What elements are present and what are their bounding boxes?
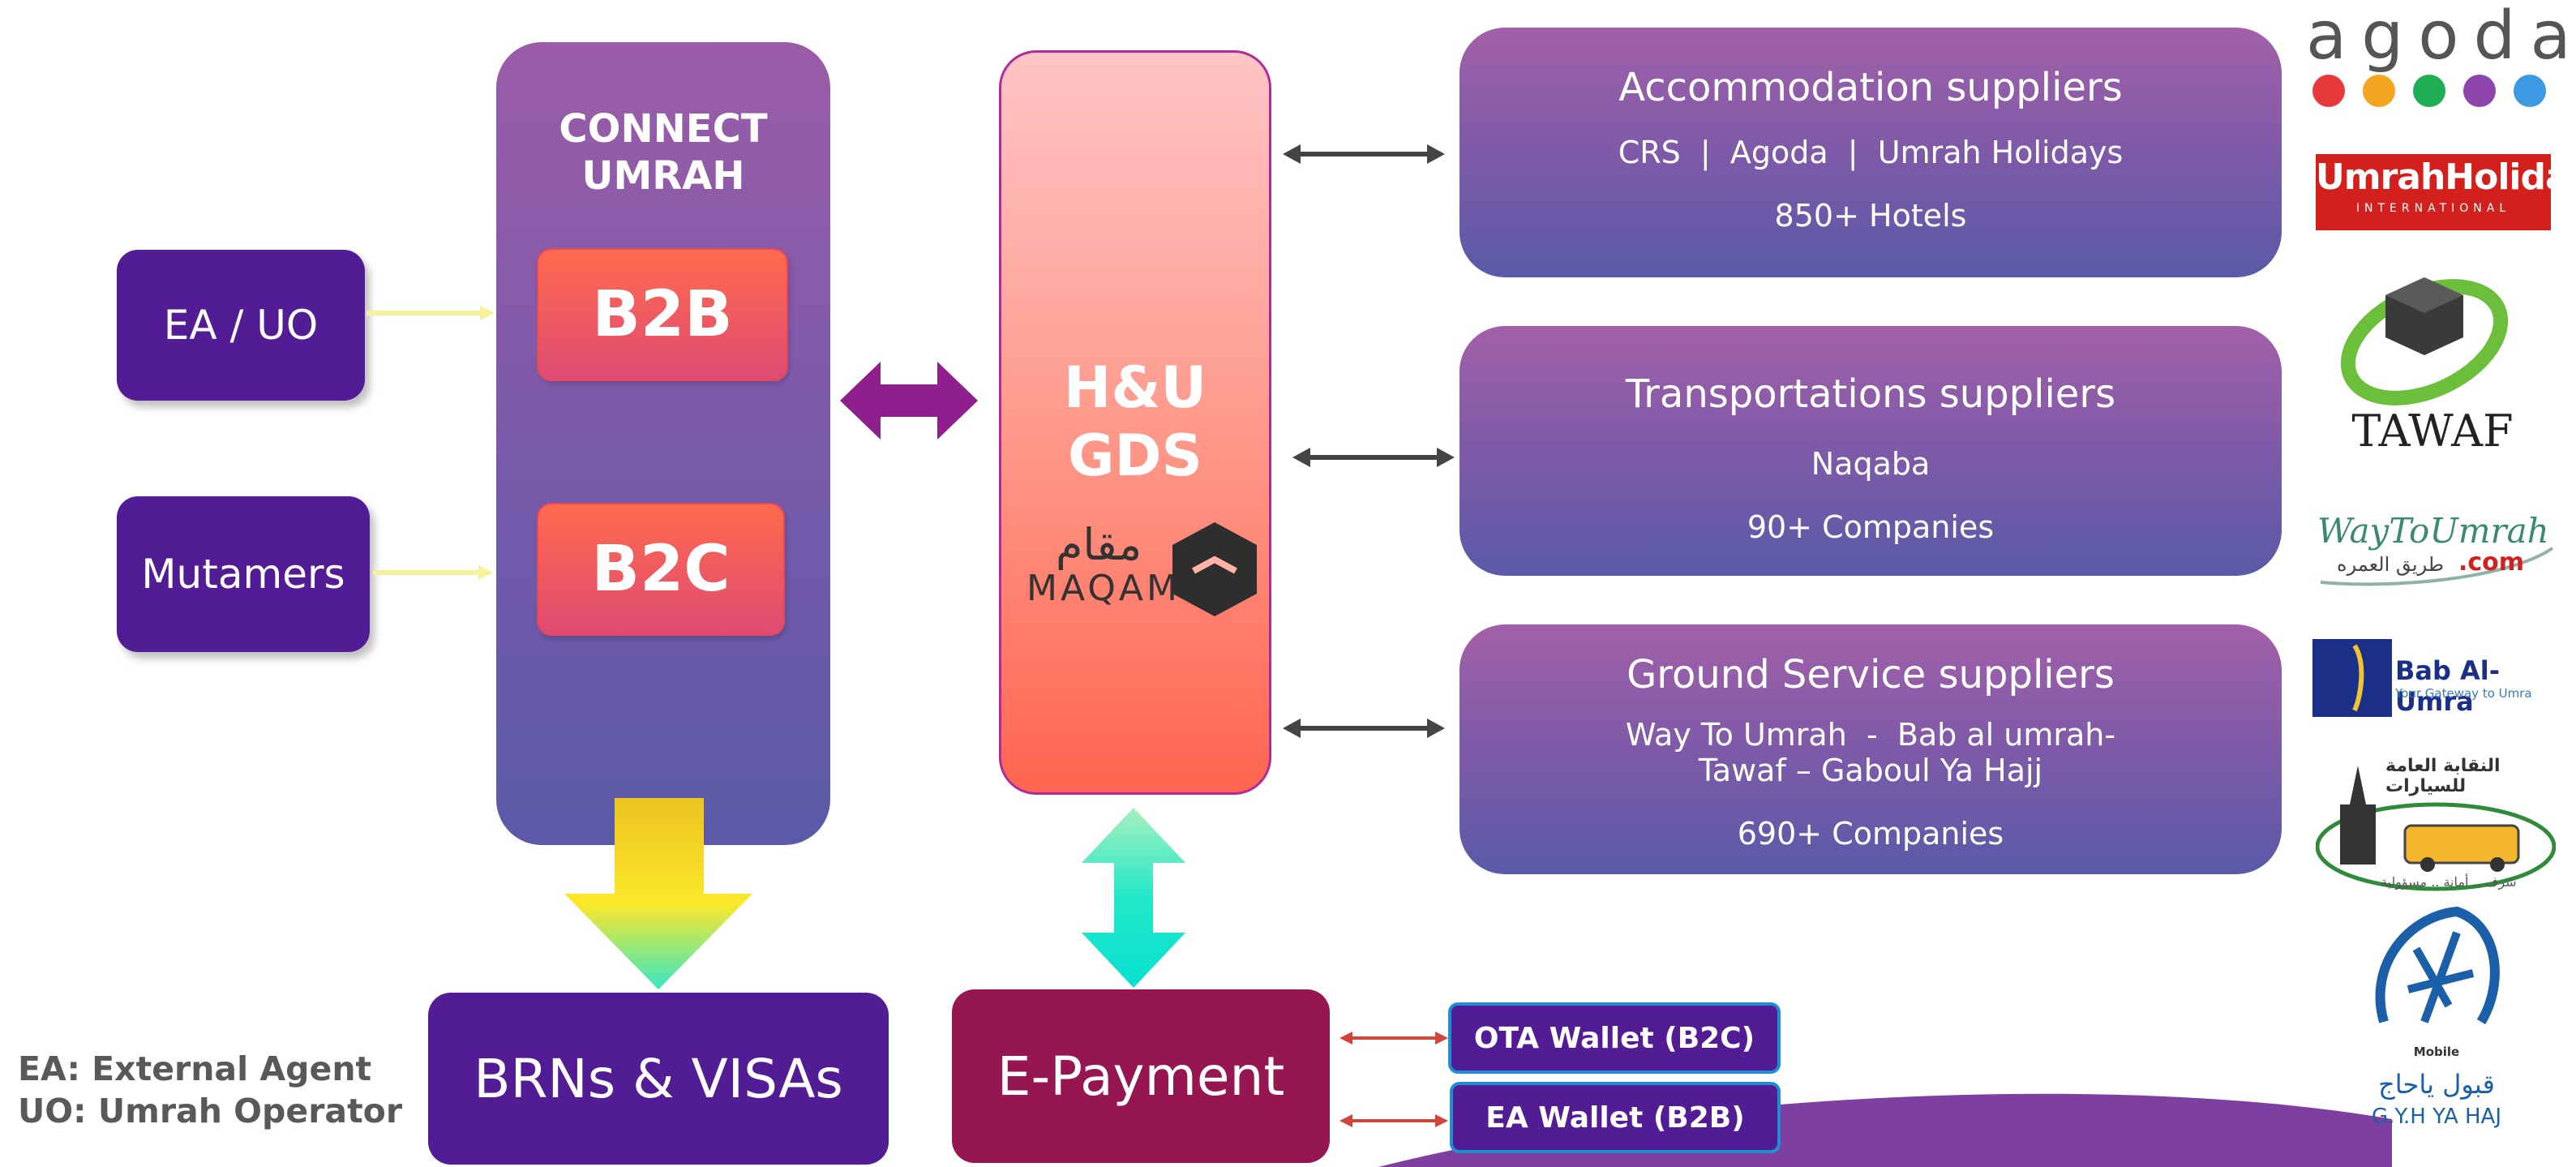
transportation-title: Transportations suppliers	[1625, 371, 2116, 417]
accommodation-title: Accommodation suppliers	[1618, 65, 2123, 110]
bab-al-umra-title: Bab Al-Umra	[2395, 655, 2501, 717]
maqam-logo: مقام MAQAM	[1023, 519, 1258, 620]
tawaf-logo-text: TAWAF	[2351, 405, 2514, 457]
brns-visas-box: BRNs & VISAs	[428, 993, 889, 1165]
arrow-gds-epayment	[1082, 808, 1185, 988]
agoda-dots	[2312, 75, 2546, 107]
arrow-connect-gds	[840, 362, 978, 440]
gaboul-mobile-text: Mobile	[2413, 1045, 2460, 1059]
waytoumrah-logo-text: WayToUmrah	[2317, 511, 2549, 551]
gaboul-arabic-text: قبول ياحاج	[2378, 1069, 2495, 1100]
ota-wallet-box: OTA Wallet (B2C)	[1448, 1002, 1781, 1074]
gaboul-latin-text: G.Y.H YA HAJ	[2371, 1105, 2502, 1129]
maqam-icon	[1172, 522, 1257, 616]
waytoumrah-logo: WayToUmrah .com طريق العمره	[2312, 508, 2556, 589]
ota-wallet-label: OTA Wallet (B2C)	[1473, 1021, 1755, 1055]
epayment-box: E-Payment	[952, 989, 1330, 1163]
ground-service-suppliers-box: Ground Service suppliers Way To Umrah - …	[1459, 624, 2282, 874]
transportation-count: 90+ Companies	[1747, 509, 1995, 545]
ground-service-title: Ground Service suppliers	[1627, 652, 2115, 697]
tawaf-logo: TAWAF	[2327, 253, 2538, 461]
agoda-logo: agoda	[2306, 0, 2576, 114]
accommodation-providers: CRS | Agoda | Umrah Holidays	[1618, 135, 2124, 170]
ea-uo-box: EA / UO	[117, 250, 365, 401]
bab-al-umra-emblem	[2312, 639, 2392, 717]
legend-line-ea: EA: External Agent	[18, 1049, 372, 1088]
b2c-label: B2C	[591, 533, 731, 606]
naqaba-emblem	[2316, 766, 2556, 891]
umrah-holidays-logo-sub: INTERNATIONAL	[2355, 202, 2511, 215]
arrow-mutamers-to-connect	[373, 565, 493, 580]
connect-title-line2: UMRAH	[581, 153, 745, 199]
ground-service-providers-line1: Way To Umrah - Bab al umrah-	[1625, 717, 2116, 753]
maqam-arabic-text: مقام	[1056, 519, 1142, 570]
connect-umrah-title: CONNECT UMRAH	[496, 105, 830, 200]
bab-al-umra-logo: Bab Al-Umra Your Gateway to Umra	[2312, 639, 2556, 717]
tawaf-emblem	[2340, 277, 2509, 405]
gds-line2: GDS	[1068, 423, 1202, 489]
ea-wallet-label: EA Wallet (B2B)	[1485, 1100, 1745, 1135]
epayment-label: E-Payment	[997, 1045, 1285, 1108]
mutamers-label: Mutamers	[141, 551, 345, 598]
bab-al-umra-sub: Your Gateway to Umra	[2395, 686, 2532, 701]
arrow-gds-transportation	[1292, 448, 1455, 467]
accommodation-count: 850+ Hotels	[1774, 198, 1967, 234]
ground-service-count: 690+ Companies	[1737, 816, 2004, 852]
legend-line-uo: UO: Umrah Operator	[18, 1092, 403, 1131]
b2b-label: B2B	[592, 278, 733, 351]
accommodation-suppliers-box: Accommodation suppliers CRS | Agoda | Um…	[1459, 28, 2282, 277]
gaboul-emblem	[2375, 906, 2500, 1025]
ea-uo-label: EA / UO	[163, 302, 319, 349]
gds-column	[999, 50, 1271, 795]
naqaba-arabic-text: النقابة العامة للسيارات	[2385, 756, 2501, 796]
naqaba-sub-text: شرف .. أمانة .. مسؤولية	[2381, 874, 2517, 890]
gaboul-ya-hajj-logo: Mobile قبول ياحاج G.Y.H YA HAJ	[2343, 900, 2530, 1143]
agoda-logo-text: agoda	[2306, 0, 2576, 75]
arrow-gds-ground	[1283, 719, 1445, 738]
arrow-gds-accommodation	[1283, 144, 1445, 164]
b2b-box: B2B	[537, 248, 788, 381]
naqaba-logo: النقابة العامة للسيارات شرف .. أمانة .. …	[2316, 749, 2556, 895]
legend: EA: External Agent UO: Umrah Operator	[18, 1048, 402, 1132]
arrow-ea-to-connect	[366, 306, 495, 320]
b2c-box: B2C	[537, 503, 785, 636]
brns-visas-label: BRNs & VISAs	[474, 1047, 843, 1110]
gds-title: H&U GDS	[999, 354, 1271, 490]
transportation-providers: Naqaba	[1811, 446, 1931, 482]
mutamers-box: Mutamers	[117, 496, 370, 652]
ground-service-providers-line2: Tawaf – Gaboul Ya Hajj	[1698, 753, 2043, 788]
arrow-connect-to-brns	[564, 798, 752, 989]
connect-title-line1: CONNECT	[559, 106, 768, 152]
arrow-epayment-ota-wallet	[1339, 1032, 1448, 1045]
ea-wallet-box: EA Wallet (B2B)	[1450, 1082, 1781, 1153]
waytoumrah-logo-com: .com	[2458, 548, 2525, 577]
transportation-suppliers-box: Transportations suppliers Naqaba 90+ Com…	[1459, 326, 2282, 576]
arrow-epayment-ea-wallet	[1339, 1114, 1448, 1127]
waytoumrah-swoosh	[2320, 547, 2554, 586]
connect-umrah-column	[496, 42, 830, 845]
gds-line1: H&U	[1063, 354, 1207, 421]
maqam-latin-text: MAQAM	[1027, 568, 1181, 609]
waytoumrah-logo-arabic: طريق العمره	[2337, 553, 2444, 576]
